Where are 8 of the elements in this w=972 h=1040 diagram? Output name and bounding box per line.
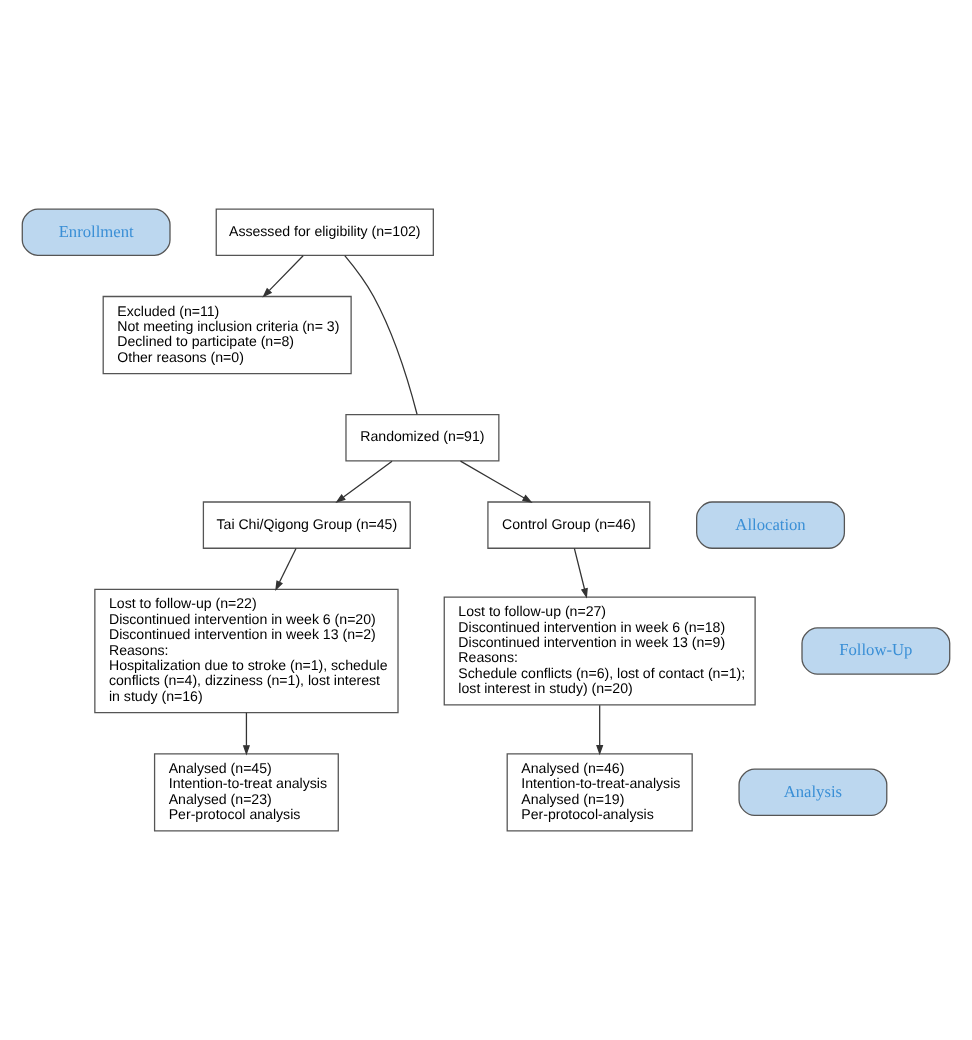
arrow <box>459 460 533 503</box>
arrow <box>242 712 251 756</box>
arrow <box>596 704 604 756</box>
arrow <box>275 547 297 591</box>
arrow <box>262 255 304 298</box>
connector <box>344 254 418 415</box>
arrow <box>335 460 393 503</box>
arrow <box>573 547 588 599</box>
